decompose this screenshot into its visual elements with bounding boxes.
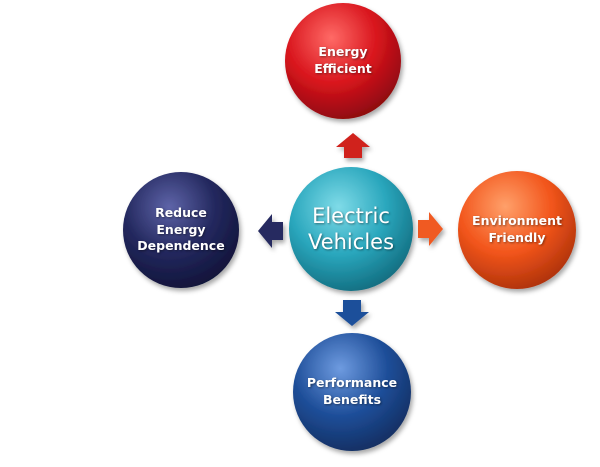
arrow-up-icon [336, 133, 370, 158]
node-right-label: Environment Friendly [472, 213, 562, 245]
node-bottom-circle [293, 333, 411, 451]
node-center-label: Electric Vehicles [307, 203, 395, 254]
node-top-label: Energy Efficient [314, 44, 372, 76]
node-left-circle [123, 172, 239, 288]
arrow-right-icon [418, 212, 443, 246]
arrow-left-icon [258, 214, 283, 248]
arrow-down-icon [335, 300, 369, 326]
node-left-label: Reduce Energy Dependence [137, 204, 225, 254]
node-right-circle [458, 171, 576, 289]
node-center-circle [289, 167, 413, 291]
node-top-circle [285, 3, 401, 119]
node-bottom-label: Performance Benefits [306, 375, 398, 407]
